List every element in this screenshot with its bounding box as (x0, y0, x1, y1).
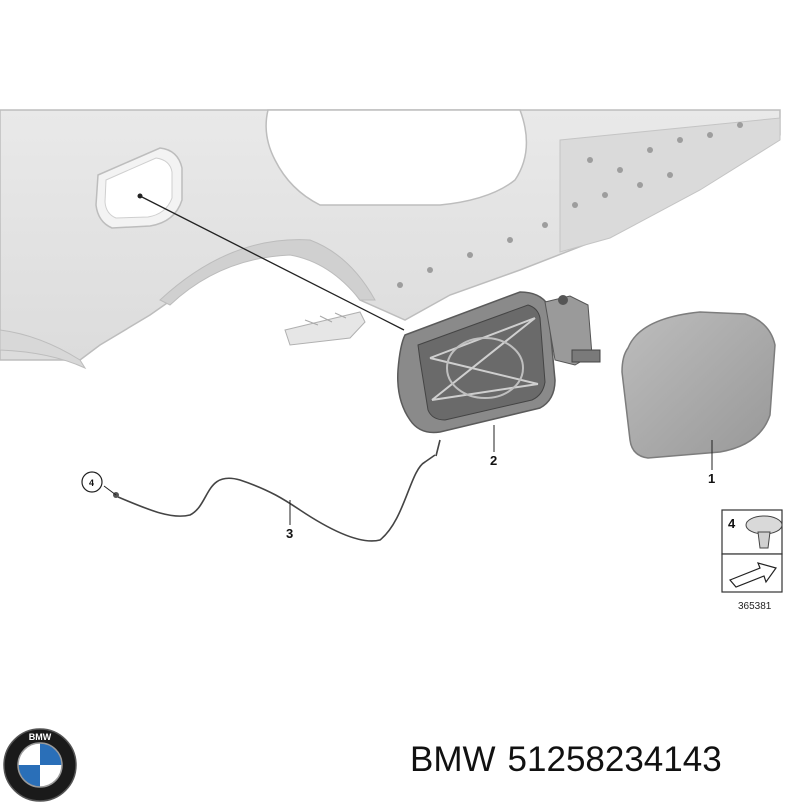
legend-clip-number: 4 (728, 516, 736, 531)
callout-4-circle (81, 471, 103, 493)
logo-lettering: BMW (29, 732, 52, 742)
bmw-logo-icon: BMW (3, 728, 77, 802)
clip-icon (745, 515, 783, 549)
fuel-cap-icon (621, 311, 776, 459)
caption-brand: BMW (410, 740, 496, 779)
arrow-icon (728, 562, 777, 588)
callout-1: 1 (708, 471, 715, 486)
callout-2: 2 (490, 453, 497, 468)
fuel-filler-housing (397, 291, 601, 434)
release-cable (113, 439, 441, 542)
legend-box: 4 365381 (721, 509, 783, 612)
part-caption: BMW 51258234143 (410, 740, 722, 780)
callout-4: 4 (89, 478, 94, 488)
reference-number: 365381 (738, 601, 772, 612)
leader-dot (137, 193, 143, 199)
leader-line-4 (103, 485, 117, 496)
callout-3: 3 (286, 526, 293, 541)
leader-line-body (139, 195, 405, 331)
body-side-panel (0, 109, 781, 370)
caption-part-number: 51258234143 (507, 740, 722, 779)
